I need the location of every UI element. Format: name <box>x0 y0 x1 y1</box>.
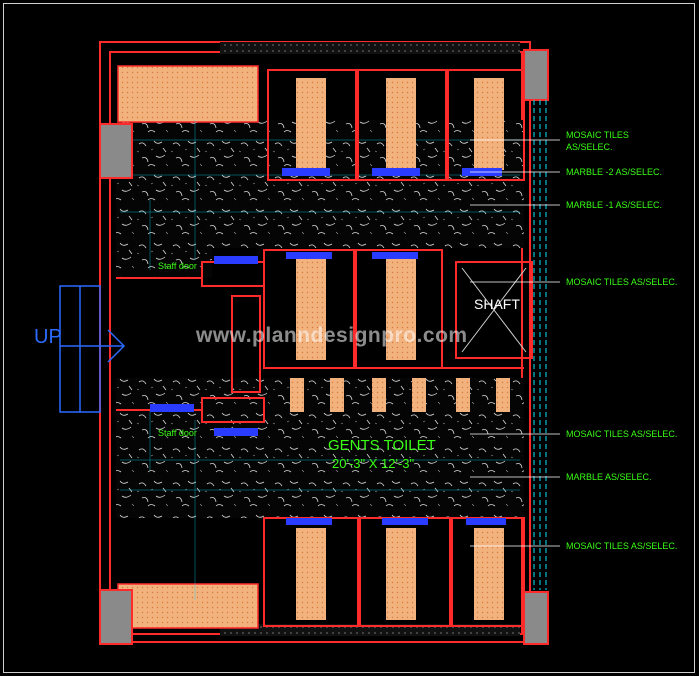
annotation-mosaic-bottom: MOSAIC TILES AS/SELEC. <box>566 541 678 551</box>
bottom-cubicles <box>263 517 525 627</box>
top-cubicles <box>267 69 525 181</box>
urinals <box>290 378 510 412</box>
marble-floor-passage-2 <box>116 410 212 440</box>
stair-door-label: Staff door <box>158 261 197 271</box>
leader-lines <box>470 139 560 547</box>
middle-cubicles <box>263 249 443 369</box>
watermark: www.planndesignpro.com <box>196 324 468 347</box>
column <box>523 49 549 101</box>
drawing-border <box>3 3 695 673</box>
column <box>523 591 549 645</box>
stair-door-label: Staff door <box>158 428 197 438</box>
up-label: UP <box>34 326 62 348</box>
tile-block-bottom-left <box>117 583 259 629</box>
column <box>99 589 133 645</box>
room-name: GENTS TOILET <box>328 437 436 454</box>
up-arrow <box>59 285 126 413</box>
annotation-mosaic-lower: MOSAIC TILES AS/SELEC. <box>566 429 678 439</box>
annotation-mosaic-mid: MOSAIC TILES AS/SELEC. <box>566 277 678 287</box>
room-size: 20'-3" X 12'-3" <box>332 456 415 471</box>
duct-lines <box>533 100 547 590</box>
annotation-marble: MARBLE AS/SELEC. <box>566 472 652 482</box>
entrance-walls <box>116 256 524 436</box>
annotation-marble-2: MARBLE -2 AS/SELEC. <box>566 167 663 177</box>
marble-floor-passage-1 <box>116 248 212 278</box>
annotation-marble-1: MARBLE -1 AS/SELEC. <box>566 200 663 210</box>
tile-block-top-left <box>117 65 259 123</box>
shaft-label: SHAFT <box>474 296 520 312</box>
column <box>99 123 133 179</box>
annotation-mosaic-top: MOSAIC TILES AS/SELEC. <box>566 130 629 152</box>
